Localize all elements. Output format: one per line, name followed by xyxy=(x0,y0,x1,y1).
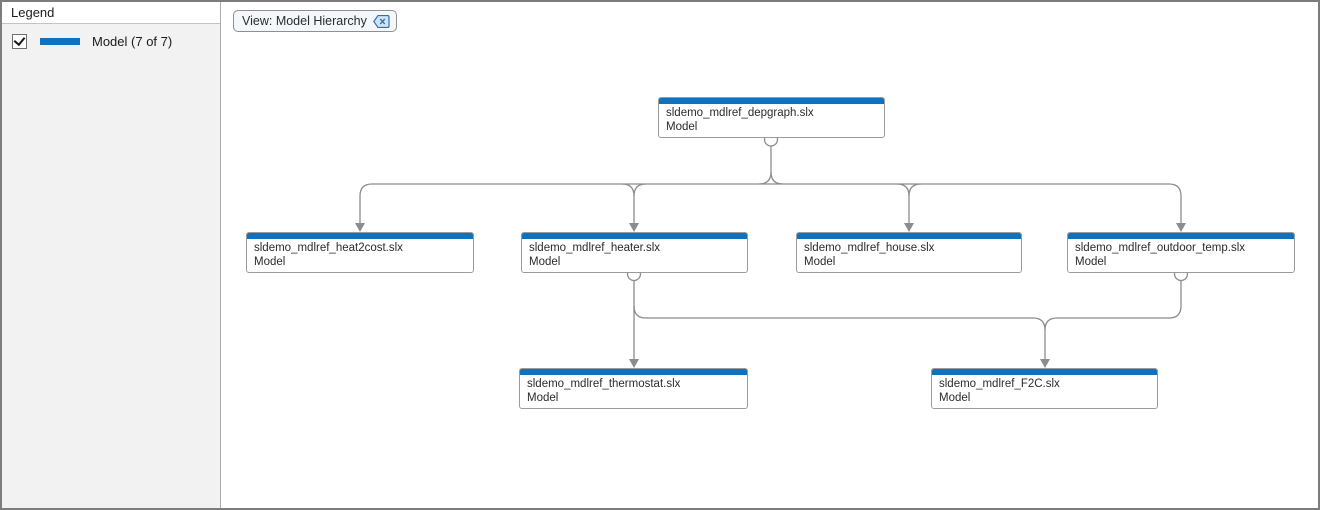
node-title: sldemo_mdlref_outdoor_temp.slx xyxy=(1075,242,1246,254)
edge-outdoor-f2c xyxy=(1057,280,1182,319)
node-type-bar xyxy=(659,98,884,104)
node-title: sldemo_mdlref_F2C.slx xyxy=(939,378,1060,390)
edge-level1-bus xyxy=(359,183,1182,223)
arrowhead-f2c xyxy=(1040,359,1050,368)
view-filter-chip[interactable]: View: Model Hierarchy xyxy=(233,10,397,32)
arrowhead-outdoor-temp xyxy=(1176,223,1186,232)
node-sldemo-mdlref-depgraph[interactable]: sldemo_mdlref_depgraph.slx Model xyxy=(658,97,885,138)
node-type-bar xyxy=(1068,233,1294,239)
node-subtitle: Model xyxy=(529,256,561,268)
edge-heater-f2c xyxy=(633,305,1033,319)
node-subtitle: Model xyxy=(1075,256,1107,268)
legend-item-model: Model (7 of 7) xyxy=(2,29,220,53)
node-subtitle: Model xyxy=(804,256,836,268)
node-sldemo-mdlref-f2c[interactable]: sldemo_mdlref_F2C.slx Model xyxy=(931,368,1158,409)
node-type-bar xyxy=(247,233,473,239)
node-subtitle: Model xyxy=(254,256,286,268)
node-title: sldemo_mdlref_depgraph.slx xyxy=(666,107,814,119)
arrowhead-heater xyxy=(629,223,639,232)
node-title: sldemo_mdlref_heater.slx xyxy=(529,242,661,254)
node-subtitle: Model xyxy=(666,121,698,133)
checkmark-icon xyxy=(13,33,26,46)
node-sldemo-mdlref-outdoor-temp[interactable]: sldemo_mdlref_outdoor_temp.slx Model xyxy=(1067,232,1295,273)
node-sldemo-mdlref-heat2cost[interactable]: sldemo_mdlref_heat2cost.slx Model xyxy=(246,232,474,273)
node-title: sldemo_mdlref_thermostat.slx xyxy=(527,378,681,390)
edge-depgraph-stem-right xyxy=(770,171,784,185)
edge-drop-heater-fillet xyxy=(633,183,647,197)
legend-panel: Legend Model (7 of 7) xyxy=(2,2,221,508)
edge-f2c-drop-fillet xyxy=(1032,317,1046,331)
edge-f2c-drop xyxy=(1044,317,1058,359)
edge-drop-heater xyxy=(621,183,635,223)
legend-item-label: Model (7 of 7) xyxy=(92,33,173,49)
arrowhead-thermostat xyxy=(629,359,639,368)
legend-model-checkbox[interactable] xyxy=(12,33,27,49)
node-title: sldemo_mdlref_house.slx xyxy=(804,242,935,254)
node-sldemo-mdlref-thermostat[interactable]: sldemo_mdlref_thermostat.slx Model xyxy=(519,368,748,409)
edge-drop-house xyxy=(896,183,910,223)
graph-canvas[interactable]: View: Model Hierarchy xyxy=(222,2,1318,508)
legend-title: Legend xyxy=(2,2,220,24)
node-type-bar xyxy=(797,233,1021,239)
arrowhead-heat2cost xyxy=(355,223,365,232)
dependency-graph-connectors xyxy=(355,132,1189,368)
node-type-bar xyxy=(520,369,747,375)
node-sldemo-mdlref-house[interactable]: sldemo_mdlref_house.slx Model xyxy=(796,232,1022,273)
node-sldemo-mdlref-heater[interactable]: sldemo_mdlref_heater.slx Model xyxy=(521,232,748,273)
arrowhead-house xyxy=(904,223,914,232)
node-subtitle: Model xyxy=(527,392,559,404)
node-subtitle: Model xyxy=(939,392,971,404)
view-filter-label: View: Model Hierarchy xyxy=(242,14,367,28)
clear-view-filter-icon[interactable] xyxy=(372,14,390,28)
node-title: sldemo_mdlref_heat2cost.slx xyxy=(254,242,403,254)
edge-drop-house-fillet xyxy=(908,183,922,197)
edge-depgraph-stem-left xyxy=(758,146,772,185)
node-type-bar xyxy=(932,369,1157,375)
node-type-bar xyxy=(522,233,747,239)
model-color-swatch xyxy=(40,37,80,45)
